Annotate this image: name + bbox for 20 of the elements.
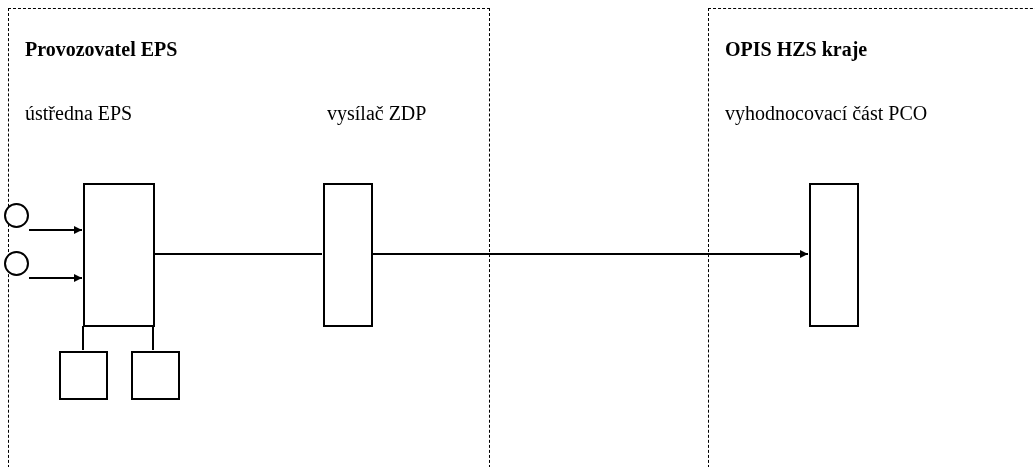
dashed-region [708,8,1035,467]
connector-line [82,325,84,351]
circle-symbol [4,251,29,276]
block-box [131,351,180,400]
arrow [371,250,809,258]
connector-line [152,325,154,351]
block-box [83,183,155,327]
block-box [59,351,108,400]
block-box [809,183,859,327]
circle-symbol [4,203,29,228]
component-label: ústředna EPS [25,101,134,126]
arrow [28,274,83,282]
block-box [323,183,373,327]
component-label: vyhodnocovací část PCO [725,101,929,127]
dashed-region [8,8,490,467]
region-heading: OPIS HZS kraje [725,37,868,61]
region-heading: Provozovatel EPS [25,37,178,61]
arrow [28,226,83,234]
component-label: vysílač ZDP [327,101,428,127]
connector-line [153,253,323,255]
